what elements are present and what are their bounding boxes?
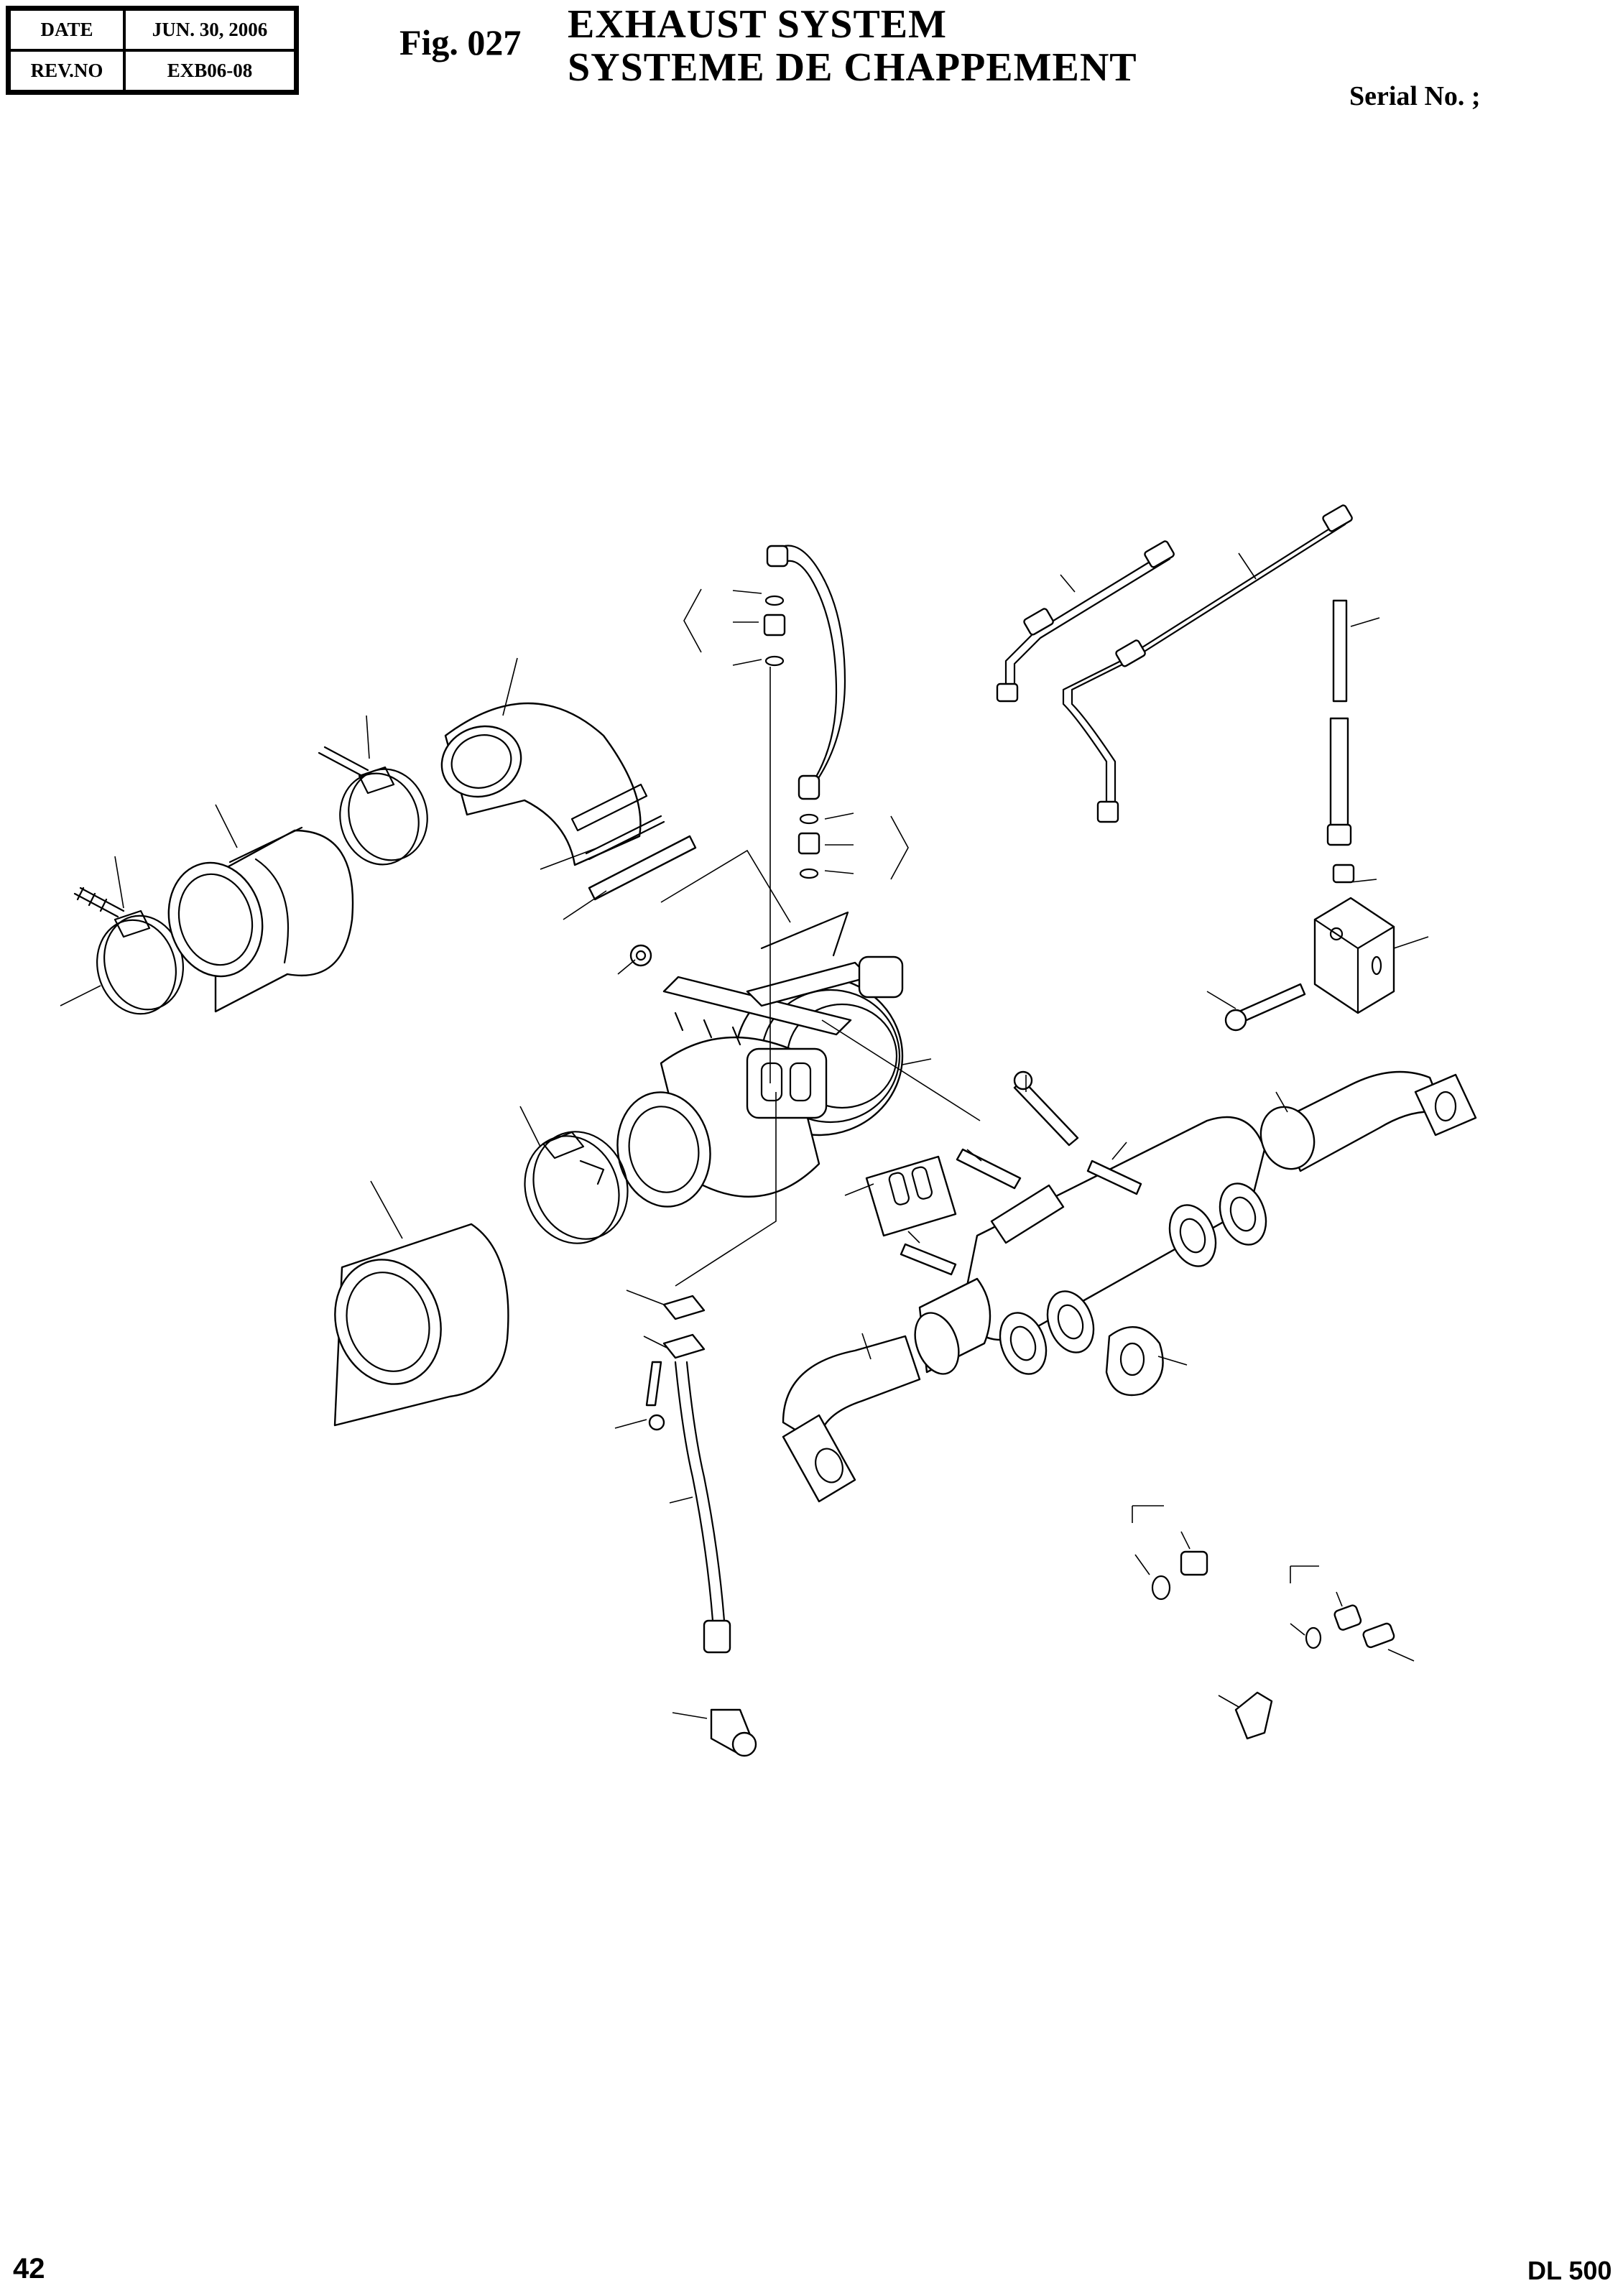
page-title-english: EXHAUST SYSTEM [568,2,948,47]
oil-return-line [664,1296,756,1756]
manifold-bolt [1014,1072,1078,1145]
tube-assembly-upper [997,540,1175,701]
rubber-coupling-sleeve [156,828,353,1012]
wastegate-nut [631,945,651,966]
date-value: JUN. 30, 2006 [124,9,295,50]
elbow-fitting [1236,1693,1272,1739]
hose-clamp-middle [319,747,438,874]
exhaust-elbow [432,703,647,865]
exhaust-pipe-bend-left [783,1336,920,1501]
elbow-stud [589,836,695,899]
connector-fittings [1306,1604,1395,1648]
sensor-block [1315,898,1394,1013]
page-number: 42 [13,2253,45,2285]
oil-feed-line [764,546,845,878]
model-label: DL 500 [1527,2256,1612,2285]
turbo-flange-gasket [866,1157,956,1236]
manifold-spacer [1088,1161,1141,1194]
exhaust-pipe-bend-right [1252,1072,1476,1177]
sensor-adapter [1333,865,1354,882]
sensor-probe [1328,601,1351,845]
plug-fitting [1152,1552,1207,1599]
leader-lines [60,553,1428,1718]
serial-number-label: Serial No. ; [1349,81,1481,111]
rev-label: REV.NO [9,50,124,91]
tube-assembly-lower [1063,504,1353,822]
return-line-bolt [647,1362,664,1430]
turbocharger [609,912,902,1214]
figure-number: Fig. 027 [399,22,522,63]
v-band-clamp [510,1119,642,1257]
exhaust-adapter-pipe [319,1224,508,1425]
turbo-stud-lower [901,1244,956,1274]
turbo-stud-upper [957,1149,1020,1188]
rev-value: EXB06-08 [124,50,295,91]
elbow-gasket [586,816,664,859]
manifold-gasket [1106,1327,1163,1395]
revision-info-table: DATE JUN. 30, 2006 REV.NO EXB06-08 [6,6,299,95]
exhaust-manifold [907,1117,1275,1381]
page-title-french: SYSTEME DE CHAPPEMENT [568,45,1137,90]
date-label: DATE [9,9,124,50]
sensor-block-bolt [1226,984,1305,1030]
